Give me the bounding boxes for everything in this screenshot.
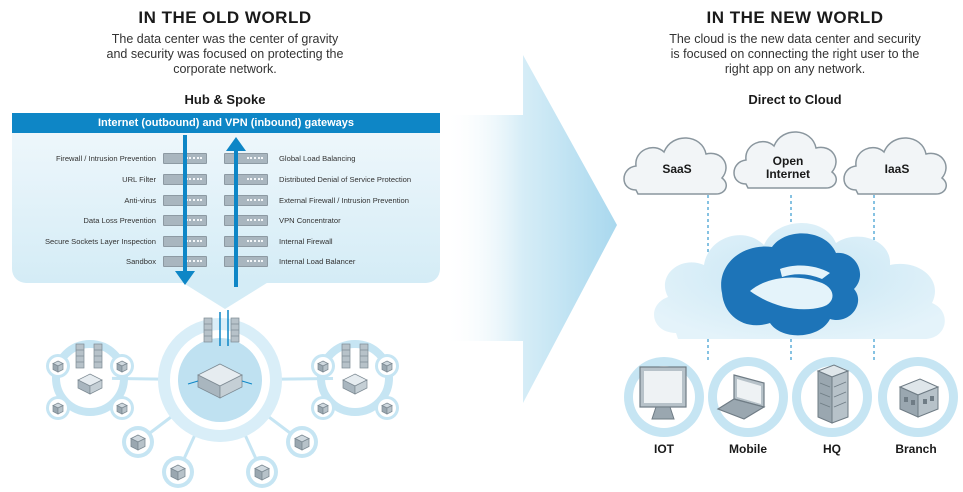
- function-label-left: Firewall / Intrusion Prevention: [55, 154, 156, 163]
- hub-spoke-network: [45, 310, 400, 489]
- old-desc-line-2: and security was focused on protecting t…: [106, 47, 344, 61]
- new-world-description: The cloud is the new data center and sec…: [610, 32, 963, 77]
- panel-pointer: [180, 281, 270, 309]
- up-arrow-icon: [226, 137, 246, 151]
- endpoint-label-mobile: Mobile: [729, 442, 767, 456]
- direct-to-cloud-subtitle: Direct to Cloud: [748, 92, 842, 107]
- old-world-title: IN THE OLD WORLD: [138, 8, 312, 27]
- gateway-bar: Internet (outbound) and VPN (inbound) ga…: [12, 113, 440, 133]
- flow-arrows: [175, 135, 246, 287]
- server-rack-icon: [224, 153, 268, 164]
- old-desc-line-3: corporate network.: [173, 62, 277, 76]
- server-rack-icon: [224, 195, 268, 206]
- server-rack-icon: [224, 174, 268, 185]
- function-label-left: Anti-virus: [124, 196, 156, 205]
- hub-spoke-subtitle: Hub & Spoke: [184, 92, 266, 107]
- endpoint-icons: [624, 357, 958, 437]
- function-label-left: Sandbox: [126, 257, 156, 266]
- endpoint-label-hq: HQ: [823, 442, 841, 456]
- cloud-iaas-label: IaaS: [884, 162, 910, 176]
- branch-office-icon: [878, 357, 958, 437]
- function-label-right: Internal Load Balancer: [279, 257, 356, 266]
- server-rack-icon: [224, 236, 268, 247]
- endpoint-label-iot: IOT: [654, 442, 674, 456]
- security-cloud: [654, 222, 945, 339]
- function-label-right: VPN Concentrator: [279, 216, 341, 225]
- cloud-open-internet-label: Open Internet: [752, 155, 824, 181]
- function-label-right: Distributed Denial of Service Protection: [279, 175, 412, 184]
- endpoint-label-branch: Branch: [895, 442, 937, 456]
- new-desc-line-1: The cloud is the new data center and sec…: [669, 32, 921, 46]
- function-label-left: Data Loss Prevention: [83, 216, 156, 225]
- old-world-description: The data center was the center of gravit…: [40, 32, 410, 77]
- open-internet-text: Open Internet: [765, 154, 810, 181]
- function-label-right: Global Load Balancing: [279, 154, 356, 163]
- function-label-left: URL Filter: [122, 175, 156, 184]
- old-desc-line-1: The data center was the center of gravit…: [111, 32, 339, 46]
- new-desc-line-2: is focused on connecting the right user …: [670, 47, 920, 61]
- building-icon: [792, 357, 872, 437]
- laptop-icon: [708, 357, 788, 437]
- function-label-right: External Firewall / Intrusion Prevention: [279, 196, 409, 205]
- brand-logo-icon: [721, 233, 861, 336]
- function-label-right: Internal Firewall: [279, 237, 333, 246]
- server-rack-icon: [224, 256, 268, 267]
- new-world-title: IN THE NEW WORLD: [706, 8, 884, 27]
- server-rack-icon: [224, 215, 268, 226]
- new-desc-line-3: right app on any network.: [724, 62, 866, 76]
- monitor-icon: [624, 357, 704, 437]
- transition-arrow: [445, 55, 617, 403]
- cloud-saas-label: SaaS: [662, 162, 692, 176]
- down-arrow-icon: [175, 271, 195, 285]
- function-label-left: Secure Sockets Layer Inspection: [44, 237, 156, 246]
